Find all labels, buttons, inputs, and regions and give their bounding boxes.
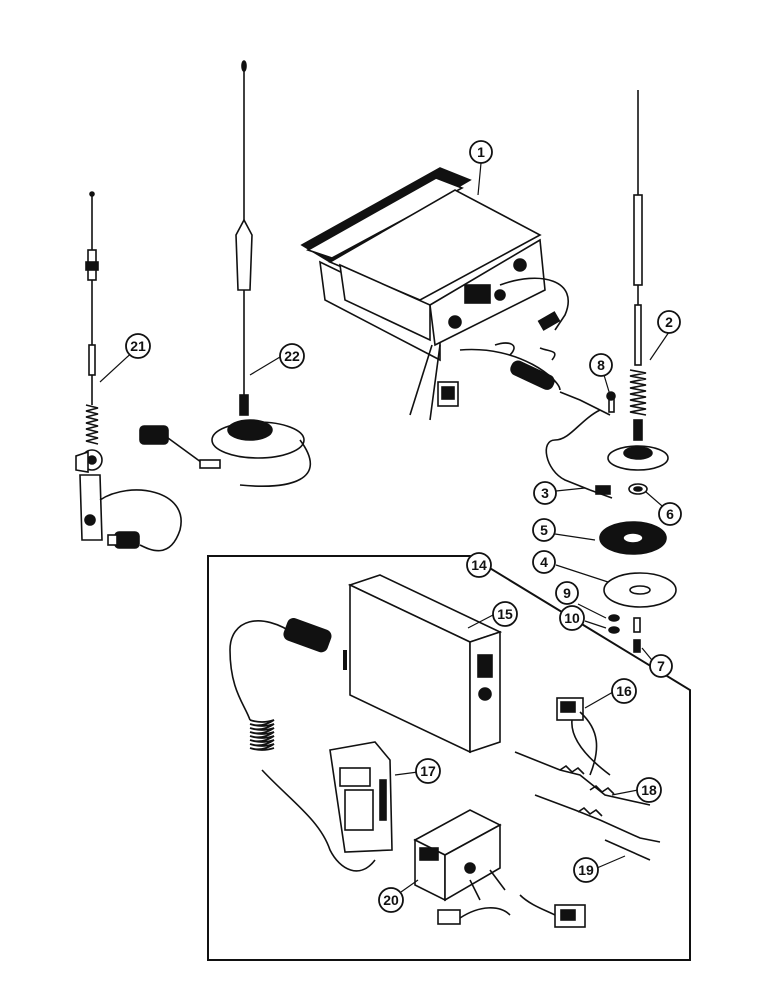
leader-lines [99, 162, 670, 893]
radio-unit-1 [300, 167, 611, 491]
callout-4-label: 4 [540, 554, 548, 570]
callout-2: 2 [657, 310, 681, 334]
callout-1: 1 [469, 140, 493, 164]
callout-4: 4 [532, 550, 556, 574]
callout-7: 7 [649, 654, 673, 678]
callout-10-label: 10 [564, 610, 580, 626]
callout-21: 21 [125, 333, 151, 359]
callout-8-label: 8 [597, 357, 605, 373]
callout-10: 10 [559, 605, 585, 631]
microphone-17 [229, 618, 393, 872]
callout-9-label: 9 [563, 585, 571, 601]
callout-18: 18 [636, 777, 662, 803]
callout-17-label: 17 [420, 763, 436, 779]
callout-14: 14 [466, 552, 492, 578]
antenna-22 [139, 60, 312, 487]
callout-16-label: 16 [616, 683, 632, 699]
callout-18-label: 18 [641, 782, 657, 798]
callout-5: 5 [532, 518, 556, 542]
callout-3-label: 3 [541, 485, 549, 501]
antenna-21 [75, 191, 182, 552]
callout-15-label: 15 [497, 606, 513, 622]
callout-15: 15 [492, 601, 518, 627]
callout-14-label: 14 [471, 557, 487, 573]
callout-16: 16 [611, 678, 637, 704]
mount-hardware [589, 391, 677, 653]
callout-1-label: 1 [477, 144, 485, 160]
callout-21-label: 21 [130, 338, 146, 354]
callout-19: 19 [573, 857, 599, 883]
callout-9: 9 [555, 581, 579, 605]
callout-20: 20 [378, 887, 404, 913]
callout-22-label: 22 [284, 348, 300, 364]
callout-2-label: 2 [665, 314, 673, 330]
antenna-2 [607, 90, 669, 471]
callout-19-label: 19 [578, 862, 594, 878]
callout-8: 8 [589, 353, 613, 377]
callout-6-label: 6 [666, 506, 674, 522]
junction-20 [413, 809, 586, 928]
callout-3: 3 [533, 481, 557, 505]
kit-box-14 [207, 555, 691, 961]
cables-16-18-19 [514, 697, 661, 861]
callout-5-label: 5 [540, 522, 548, 538]
callout-22: 22 [279, 343, 305, 369]
callout-7-label: 7 [657, 658, 665, 674]
callout-20-label: 20 [383, 892, 399, 908]
transceiver-15 [343, 574, 503, 754]
callout-6: 6 [658, 502, 682, 526]
callout-17: 17 [415, 758, 441, 784]
